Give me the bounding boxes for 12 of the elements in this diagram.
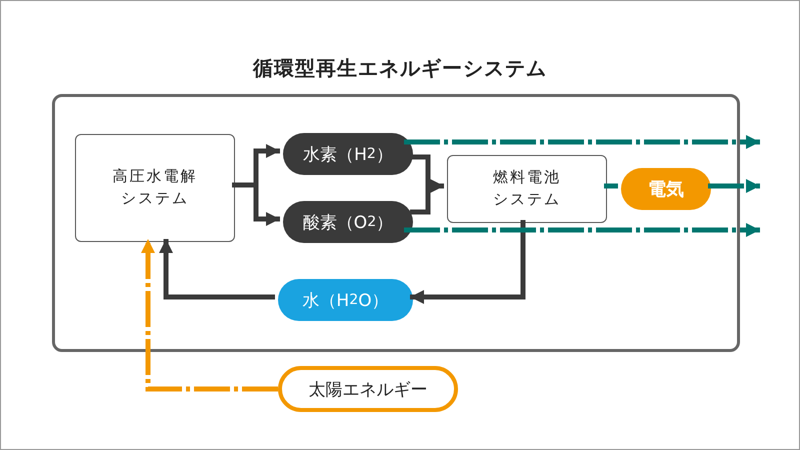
arrow — [404, 223, 760, 237]
arrow — [708, 179, 760, 193]
arrow — [404, 135, 760, 149]
process-box: 燃料電池システム — [447, 155, 607, 223]
arrow — [410, 220, 526, 304]
source-pill: 太陽エネルギー — [278, 366, 458, 412]
output-pill: 電気 — [621, 168, 711, 210]
arrow — [141, 239, 278, 392]
process-box: 高圧水電解システム — [75, 134, 235, 242]
system-frame — [52, 94, 740, 352]
arrow — [159, 239, 275, 300]
diagram-title: 循環型再生エネルギーシステム — [252, 55, 548, 82]
